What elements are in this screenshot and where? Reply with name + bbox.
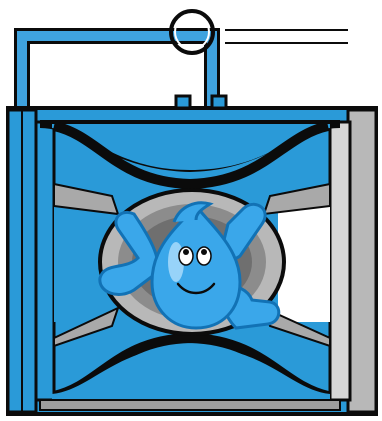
right-flange-outer (348, 110, 376, 412)
left-flange-gray (36, 122, 54, 400)
bottom-rail (40, 400, 340, 410)
right-flange-inner (330, 122, 350, 400)
flow-channel-left (54, 200, 100, 322)
mascot-pupil-right (201, 249, 207, 255)
mascot-pupil-left (183, 249, 189, 255)
